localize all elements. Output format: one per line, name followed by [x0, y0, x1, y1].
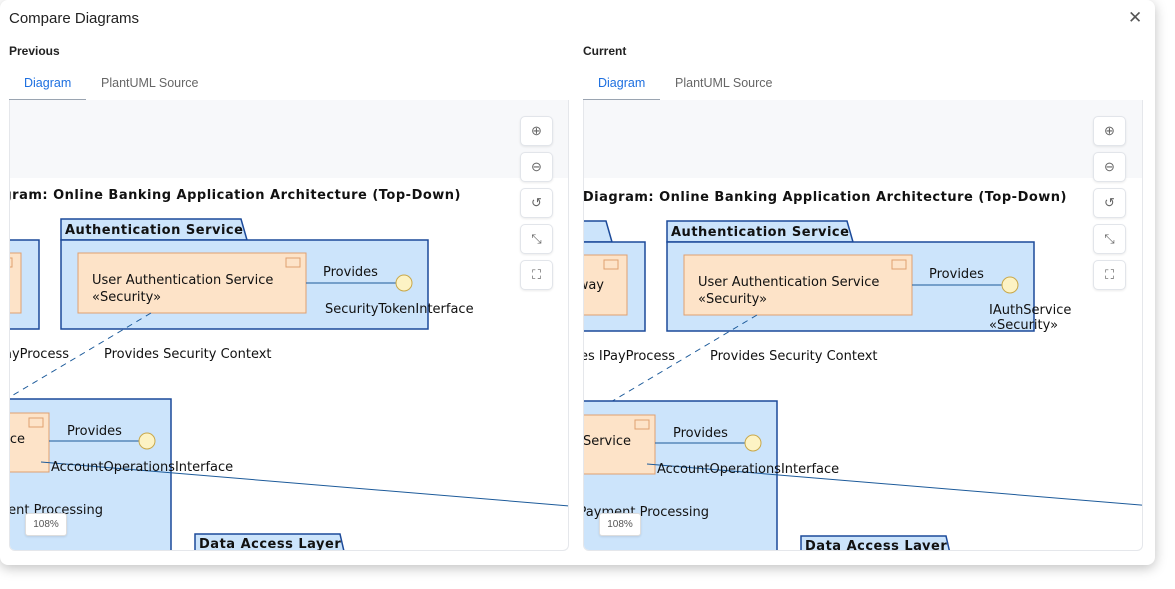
- component-icon: [634, 419, 650, 430]
- auth-component-label: User Authentication Service: [698, 275, 879, 290]
- zoom-in-icon: ⊕: [1104, 123, 1115, 138]
- tab-diagram[interactable]: Diagram: [598, 76, 646, 90]
- connection-line: [646, 463, 1142, 506]
- zoom-level-badge: 108%: [599, 513, 641, 536]
- tab-diagram[interactable]: Diagram: [24, 76, 72, 90]
- auth-component-stereotype: «Security»: [698, 292, 767, 307]
- zoom-in-button[interactable]: ⊕: [1093, 116, 1126, 146]
- account-provides-label: Provides: [673, 426, 728, 441]
- zoom-out-icon: ⊖: [1104, 159, 1115, 174]
- fullscreen-icon: ⛶: [1104, 267, 1115, 282]
- zoom-in-icon: ⊕: [531, 123, 542, 138]
- component-auth: [77, 252, 307, 314]
- viewer-header-band: [10, 100, 568, 178]
- gateway-component-label: Payment Gateway: [584, 278, 604, 293]
- interface-lollipop: [395, 274, 413, 292]
- reset-icon: ↺: [1104, 195, 1115, 210]
- component-icon: [285, 257, 301, 268]
- zoom-in-button[interactable]: ⊕: [520, 116, 553, 146]
- pay-provides-label: Provides IPayProcess: [584, 349, 675, 364]
- component-icon: [10, 257, 13, 268]
- diagram-canvas: Component Diagram: Online Banking Applic…: [10, 188, 568, 550]
- component-icon: [28, 417, 44, 428]
- pay-provides-label: Provides IPayProcess: [10, 347, 69, 362]
- diagram-viewer[interactable]: Component Diagram: Online Banking Applic…: [9, 100, 569, 551]
- auth-interface-label: IAuthService: [989, 303, 1071, 318]
- auth-package-label: Authentication Service: [671, 225, 849, 240]
- fullscreen-button[interactable]: ⛶: [520, 260, 553, 290]
- data-package-label: Data Access Layer: [199, 537, 341, 550]
- security-context-label: Provides Security Context: [104, 347, 272, 362]
- auth-provides-label: Provides: [323, 265, 378, 280]
- account-provides-label: Provides: [67, 424, 122, 439]
- fullscreen-icon: ⛶: [531, 267, 542, 282]
- component-icon: [603, 259, 619, 270]
- component-icon: [891, 259, 907, 270]
- viewer-header-band: [584, 100, 1142, 178]
- compare-diagrams-dialog: Compare Diagrams ✕ Previous Diagram Plan…: [9, 8, 1143, 551]
- account-component-label: Account Service: [584, 434, 631, 449]
- fullscreen-button[interactable]: ⛶: [1093, 260, 1126, 290]
- side-label: Current: [583, 44, 627, 58]
- diagram-canvas: Component Diagram: Online Banking Applic…: [584, 190, 1142, 550]
- diagram-viewer[interactable]: Component Diagram: Online Banking Applic…: [583, 100, 1143, 551]
- tab-plantuml-source[interactable]: PlantUML Source: [675, 76, 773, 90]
- security-context-label: Provides Security Context: [710, 349, 878, 364]
- tab-bar: Diagram PlantUML Source: [583, 70, 1141, 101]
- dependency-arrow: [593, 314, 758, 413]
- diagram-title: Component Diagram: Online Banking Applic…: [584, 190, 1067, 205]
- dialog-title: Compare Diagrams: [9, 10, 140, 27]
- close-icon[interactable]: ✕: [1128, 8, 1143, 27]
- component-account: [584, 414, 656, 475]
- fit-icon: ⤡: [1104, 231, 1115, 246]
- account-interface-label: AccountOperationsInterface: [51, 460, 233, 475]
- reset-button[interactable]: ↺: [520, 188, 553, 218]
- interface-lollipop: [1001, 276, 1019, 294]
- zoom-level-badge: 108%: [25, 513, 67, 536]
- zoom-out-icon: ⊖: [531, 159, 542, 174]
- package-tab-data-access: [194, 533, 345, 550]
- connection-line: [40, 461, 568, 507]
- package-tab-gateway: [584, 220, 613, 243]
- fit-button[interactable]: ⤡: [520, 224, 553, 254]
- component-gateway: [10, 252, 22, 314]
- account-component-label: Account Service: [10, 432, 25, 447]
- reset-icon: ↺: [531, 195, 542, 210]
- zoom-out-button[interactable]: ⊖: [1093, 152, 1126, 182]
- auth-interface-label: SecurityTokenInterface: [325, 302, 474, 317]
- account-interface-label: AccountOperationsInterface: [657, 462, 839, 477]
- fit-icon: ⤡: [531, 231, 542, 246]
- interface-lollipop: [138, 432, 156, 450]
- auth-component-label: User Authentication Service: [92, 273, 273, 288]
- tab-plantuml-source[interactable]: PlantUML Source: [101, 76, 199, 90]
- package-tab-data-access: [800, 535, 951, 550]
- side-label: Previous: [9, 44, 60, 58]
- component-gateway: [584, 254, 628, 316]
- fit-button[interactable]: ⤡: [1093, 224, 1126, 254]
- tab-bar: Diagram PlantUML Source: [9, 70, 567, 101]
- interface-lollipop: [744, 434, 762, 452]
- reset-button[interactable]: ↺: [1093, 188, 1126, 218]
- zoom-out-button[interactable]: ⊖: [520, 152, 553, 182]
- data-package-label: Data Access Layer: [805, 539, 947, 550]
- diagram-title: Component Diagram: Online Banking Applic…: [10, 188, 461, 203]
- auth-package-label: Authentication Service: [65, 223, 243, 238]
- dependency-arrow: [10, 312, 152, 398]
- auth-component-stereotype: «Security»: [92, 290, 161, 305]
- auth-provides-label: Provides: [929, 267, 984, 282]
- auth-interface-stereotype: «Security»: [989, 318, 1058, 333]
